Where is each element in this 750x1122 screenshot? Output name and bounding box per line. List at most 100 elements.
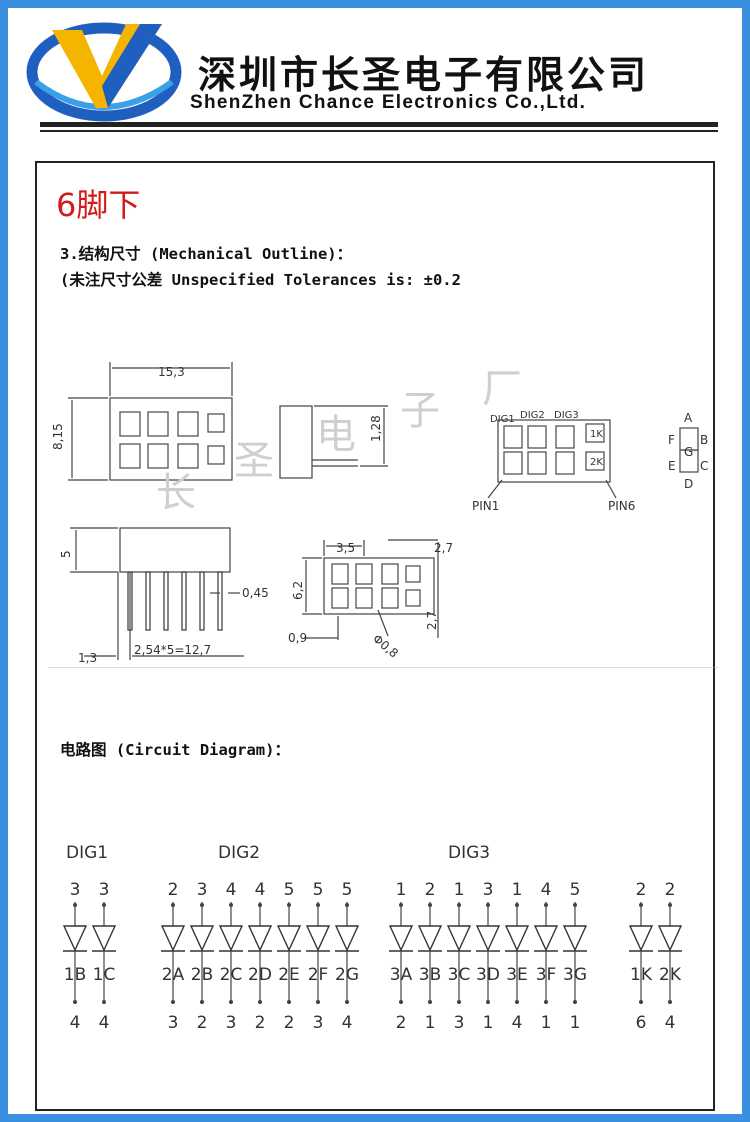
diode-symbol [276, 925, 302, 952]
diode-cathode-pin: 3 [168, 1013, 179, 1033]
diode-node [428, 903, 432, 907]
diode-node [102, 903, 106, 907]
dim-dot: Φ0,8 [370, 632, 401, 661]
label-2k: 2K [590, 457, 603, 468]
page-title: 6脚下 [56, 186, 141, 224]
diode-segment-name: 1B [64, 965, 86, 985]
diode-segment-name: 2D [248, 965, 272, 985]
segment-a: A [684, 411, 693, 425]
diode-anode-pin: 3 [70, 880, 81, 900]
diode-anode-pin: 4 [255, 880, 266, 900]
circuit-heading: 电路图 (Circuit Diagram)： [60, 741, 290, 759]
diode-symbol [305, 925, 331, 952]
diode-segment-name: 3D [476, 965, 500, 985]
circuit-group-label: DIG2 [218, 843, 260, 863]
diode-node [486, 1000, 490, 1004]
diode-node [515, 903, 519, 907]
diode-segment-name: 2B [191, 965, 213, 985]
watermark-char: 圣 [234, 438, 274, 484]
diode-cathode-pin: 1 [570, 1013, 581, 1033]
diode-symbol [446, 925, 472, 952]
diode-cathode-pin: 4 [99, 1013, 110, 1033]
page-frame: 深圳市长圣电子有限公司 ShenZhen Chance Electronics … [8, 8, 742, 1114]
diode-symbol [628, 925, 654, 952]
circuit-diagram: DIG131B431C4DIG222A332B242C342D252E252F3… [62, 843, 683, 1033]
diode-node [457, 903, 461, 907]
diode-segment-name: 3G [563, 965, 587, 985]
diode-symbol [247, 925, 273, 952]
diode-segment-name: 2K [659, 965, 682, 985]
diode-node [544, 1000, 548, 1004]
company-name-cn: 深圳市长圣电子有限公司 [198, 53, 650, 97]
segment-e: E [668, 459, 676, 473]
diode-cathode-pin: 3 [454, 1013, 465, 1033]
mechanical-drawing: 15,3 8,15 1,28 5 0,45 1,3 2,54*5=12,7 3,… [48, 362, 718, 668]
diode-anode-pin: 2 [636, 880, 647, 900]
segment-b: B [700, 433, 708, 447]
diode-segment-name: 1C [93, 965, 116, 985]
diode-anode-pin: 1 [454, 880, 465, 900]
dim-body: 5 [59, 550, 73, 558]
diode-cathode-pin: 4 [342, 1013, 353, 1033]
diode-segment-name: 2G [335, 965, 359, 985]
watermark-char: 子 [400, 388, 440, 434]
segment-f: F [668, 433, 675, 447]
diode-anode-pin: 4 [541, 880, 552, 900]
mechanical-heading: 3.结构尺寸 (Mechanical Outline)： [60, 245, 353, 263]
diode-node [457, 1000, 461, 1004]
diode-anode-pin: 4 [226, 880, 237, 900]
company-logo [26, 22, 182, 122]
dim-vgap: 2,7 [425, 611, 439, 630]
diode-symbol [334, 925, 360, 952]
segment-g: G [684, 445, 693, 459]
diode-symbol [91, 925, 117, 952]
diode-cathode-pin: 2 [255, 1013, 266, 1033]
diode-cathode-pin: 2 [284, 1013, 295, 1033]
diode-node [171, 1000, 175, 1004]
diode-node [287, 1000, 291, 1004]
diode-node [399, 903, 403, 907]
diode-cathode-pin: 4 [70, 1013, 81, 1033]
dim-pitch: 2,54*5=12,7 [134, 643, 211, 657]
diode-symbol [218, 925, 244, 952]
diode-segment-name: 3F [536, 965, 557, 985]
watermark-char: 电 [316, 412, 356, 458]
diode-anode-pin: 3 [197, 880, 208, 900]
circuit-group-label: DIG3 [448, 843, 490, 863]
label-dig1: DIG1 [490, 414, 515, 425]
diode-anode-pin: 3 [483, 880, 494, 900]
diode-node [639, 903, 643, 907]
diode-node [573, 1000, 577, 1004]
diode-symbol [388, 925, 414, 952]
diode-node [258, 903, 262, 907]
diode-symbol [562, 925, 588, 952]
diode-symbol [475, 925, 501, 952]
diode-segment-name: 3E [506, 965, 528, 985]
diode-segment-name: 3A [390, 965, 413, 985]
diode-anode-pin: 1 [396, 880, 407, 900]
front-view-body [109, 397, 233, 481]
diode-node [399, 1000, 403, 1004]
diode-node [102, 1000, 106, 1004]
diode-symbol [160, 925, 186, 952]
pinout-view-body [497, 419, 611, 483]
dim-pin-offset: 1,3 [78, 651, 97, 665]
diode-node [200, 903, 204, 907]
diode-node [668, 1000, 672, 1004]
diode-anode-pin: 2 [168, 880, 179, 900]
diode-symbol [533, 925, 559, 952]
diode-cathode-pin: 2 [396, 1013, 407, 1033]
label-pin6: PIN6 [608, 499, 635, 513]
diode-anode-pin: 2 [665, 880, 676, 900]
label-dig3: DIG3 [554, 410, 579, 421]
diode-cathode-pin: 4 [665, 1013, 676, 1033]
diode-anode-pin: 5 [313, 880, 324, 900]
diode-anode-pin: 5 [570, 880, 581, 900]
diode-segment-name: 2A [162, 965, 185, 985]
dim-digit-width: 3,5 [336, 541, 355, 555]
diode-node [515, 1000, 519, 1004]
diode-cathode-pin: 1 [483, 1013, 494, 1033]
diode-anode-pin: 3 [99, 880, 110, 900]
header-rule-thick [40, 122, 718, 127]
dim-pin-width: 0,45 [242, 586, 269, 600]
